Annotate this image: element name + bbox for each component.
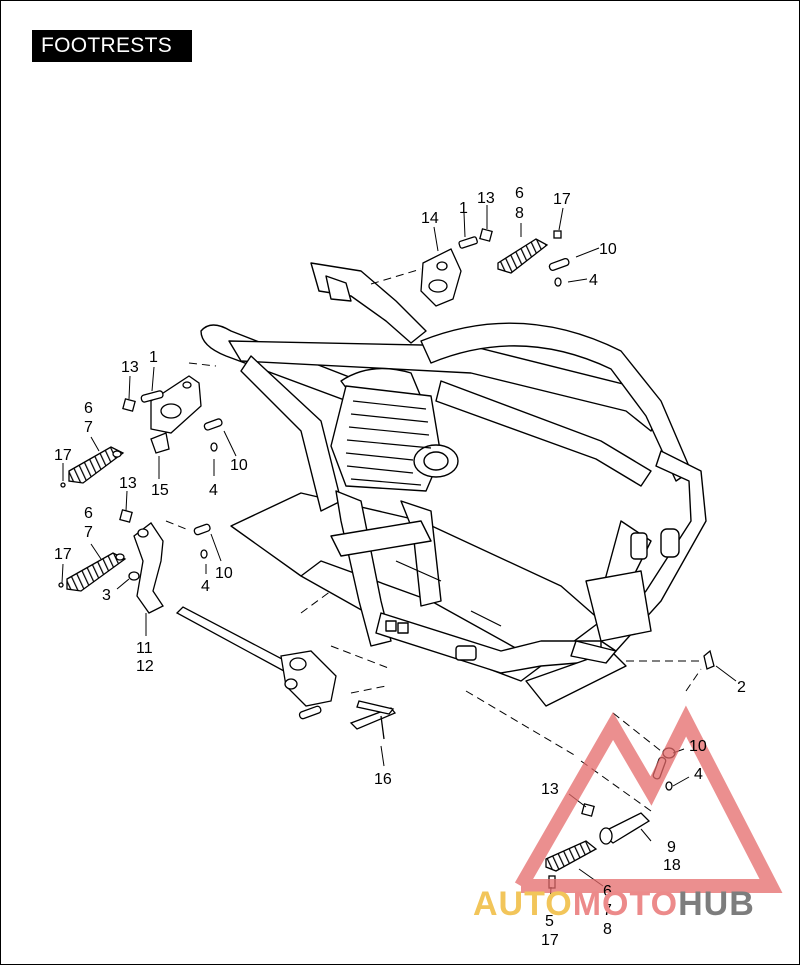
callout-4: 4 xyxy=(589,272,598,289)
upper-right-leader-lines xyxy=(370,205,600,285)
callout-1: 1 xyxy=(149,349,158,366)
left-upper-footrest-assembly xyxy=(60,375,223,488)
motorcycle-frame xyxy=(200,262,707,707)
callout-13: 13 xyxy=(541,781,559,798)
callout-13: 13 xyxy=(119,475,137,492)
upper-right-footrest-assembly xyxy=(420,228,570,307)
callout-17: 17 xyxy=(54,447,72,464)
page-title: FOOTRESTS xyxy=(32,30,192,62)
callout-18: 18 xyxy=(663,857,681,874)
callout-4: 4 xyxy=(209,482,218,499)
callout-10: 10 xyxy=(230,457,248,474)
frame-fins xyxy=(345,400,502,627)
watermark-logo xyxy=(514,705,783,893)
callout-17: 17 xyxy=(54,546,72,563)
callout-13: 13 xyxy=(121,359,139,376)
bolt-2 xyxy=(626,649,737,692)
callout-8: 8 xyxy=(603,921,612,938)
shift-rod-leader-lines xyxy=(300,590,392,767)
watermark-text: AUTOMOTOHUB xyxy=(473,885,755,924)
callout-16: 16 xyxy=(374,771,392,788)
callout-5: 5 xyxy=(545,913,554,930)
callout-8: 8 xyxy=(515,205,524,222)
callout-17: 17 xyxy=(553,191,571,208)
callout-7: 7 xyxy=(84,524,93,541)
callout-17: 17 xyxy=(541,932,559,949)
callout-7: 7 xyxy=(603,902,612,919)
left-lower-leader-lines xyxy=(61,490,222,636)
callout-4: 4 xyxy=(201,578,210,595)
watermark-word-2: MOTO xyxy=(572,885,679,923)
watermark-word-3: HUB xyxy=(678,885,755,923)
callout-labels: 14 1 13 6 8 17 10 4 13 1 6 7 17 15 4 10 … xyxy=(54,185,746,949)
callout-1: 1 xyxy=(459,200,468,217)
callout-9: 9 xyxy=(667,839,676,856)
watermark-word-1: AUTO xyxy=(473,885,573,923)
callout-10: 10 xyxy=(689,738,707,755)
shift-rod-assembly xyxy=(175,606,397,740)
callout-2: 2 xyxy=(737,679,746,696)
callout-6: 6 xyxy=(84,505,93,522)
callout-4: 4 xyxy=(694,766,703,783)
callout-14: 14 xyxy=(421,210,439,227)
lower-right-footrest-assembly xyxy=(545,747,676,889)
callout-10: 10 xyxy=(599,241,617,258)
callout-6: 6 xyxy=(603,883,612,900)
callout-11: 11 xyxy=(136,640,153,657)
callout-15: 15 xyxy=(151,482,169,499)
callout-6: 6 xyxy=(515,185,524,202)
callout-7: 7 xyxy=(84,419,93,436)
left-upper-leader-lines xyxy=(62,362,237,481)
callout-12: 12 xyxy=(136,658,154,675)
callout-10: 10 xyxy=(215,565,233,582)
callout-6: 6 xyxy=(84,400,93,417)
left-lower-footrest-assembly xyxy=(58,509,211,614)
callout-3: 3 xyxy=(102,587,111,604)
callout-13: 13 xyxy=(477,190,495,207)
